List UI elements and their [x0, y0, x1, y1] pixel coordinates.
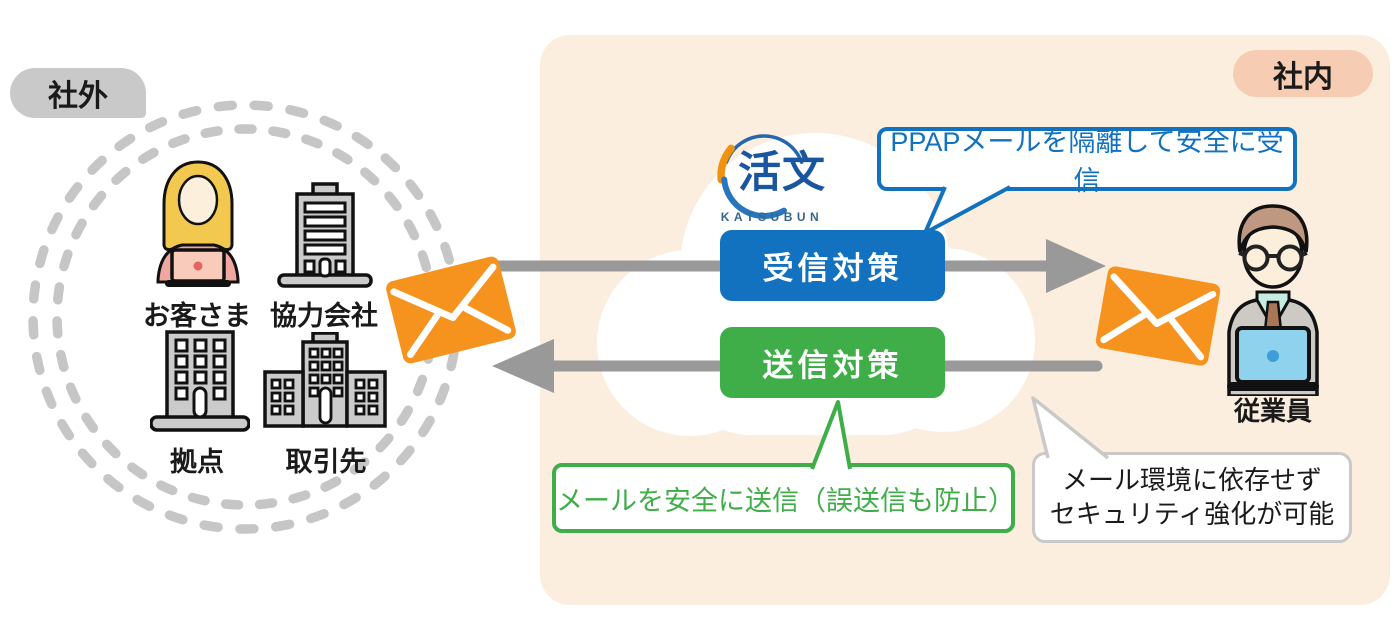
customer-label: お客さま: [143, 301, 251, 331]
branch-office-icon: [150, 330, 250, 432]
katsubun-logo-swoosh-icon: [717, 134, 804, 219]
customer-woman-icon: [156, 160, 240, 287]
envelope-outside-icon: [386, 256, 516, 364]
inside-badge: 社内: [1233, 50, 1373, 97]
employee-label: 従業員: [1233, 396, 1312, 426]
environment-callout: メール環境に依存せず セキュリティ強化が可能: [1032, 452, 1352, 543]
outside-badge-label: 社外: [48, 80, 108, 113]
send-callout-text: メールを安全に送信（誤送信も防止）: [556, 485, 1015, 516]
send-measures-label: 送信対策: [762, 348, 903, 383]
outside-badge: 社外: [10, 68, 146, 118]
environment-callout-line1: メール環境に依存せず: [1061, 464, 1322, 495]
send-measures-button: 送信対策: [720, 327, 945, 398]
receive-callout-tail: [923, 185, 1011, 235]
katsubun-logo: 活文 KATSUBUN: [712, 126, 844, 228]
receive-callout: PPAPメールを隔離して安全に受信: [877, 127, 1297, 196]
send-callout: メールを安全に送信（誤送信も防止）: [552, 463, 1015, 533]
branch-office-label: 拠点: [170, 447, 224, 477]
receive-measures-label: 受信対策: [762, 251, 903, 286]
client-company-label: 取引先: [285, 447, 367, 477]
katsubun-logo-kanji: 活文: [738, 149, 826, 197]
environment-callout-line2: セキュリティ強化が可能: [1049, 498, 1335, 529]
receive-measures-button: 受信対策: [720, 230, 945, 301]
katsubun-logo-name: KATSUBUN: [720, 210, 824, 224]
send-callout-tail: [810, 400, 852, 470]
employee-icon: [1227, 204, 1319, 396]
client-company-icon: [263, 332, 387, 428]
partner-company-label: 協力会社: [270, 301, 378, 331]
environment-callout-tail: [1031, 396, 1110, 460]
partner-company-icon: [277, 182, 373, 288]
envelope-inside-icon: [1095, 266, 1221, 366]
inside-badge-label: 社内: [1273, 60, 1333, 94]
receive-callout-text: PPAPメールを隔離して安全に受信: [890, 127, 1284, 196]
